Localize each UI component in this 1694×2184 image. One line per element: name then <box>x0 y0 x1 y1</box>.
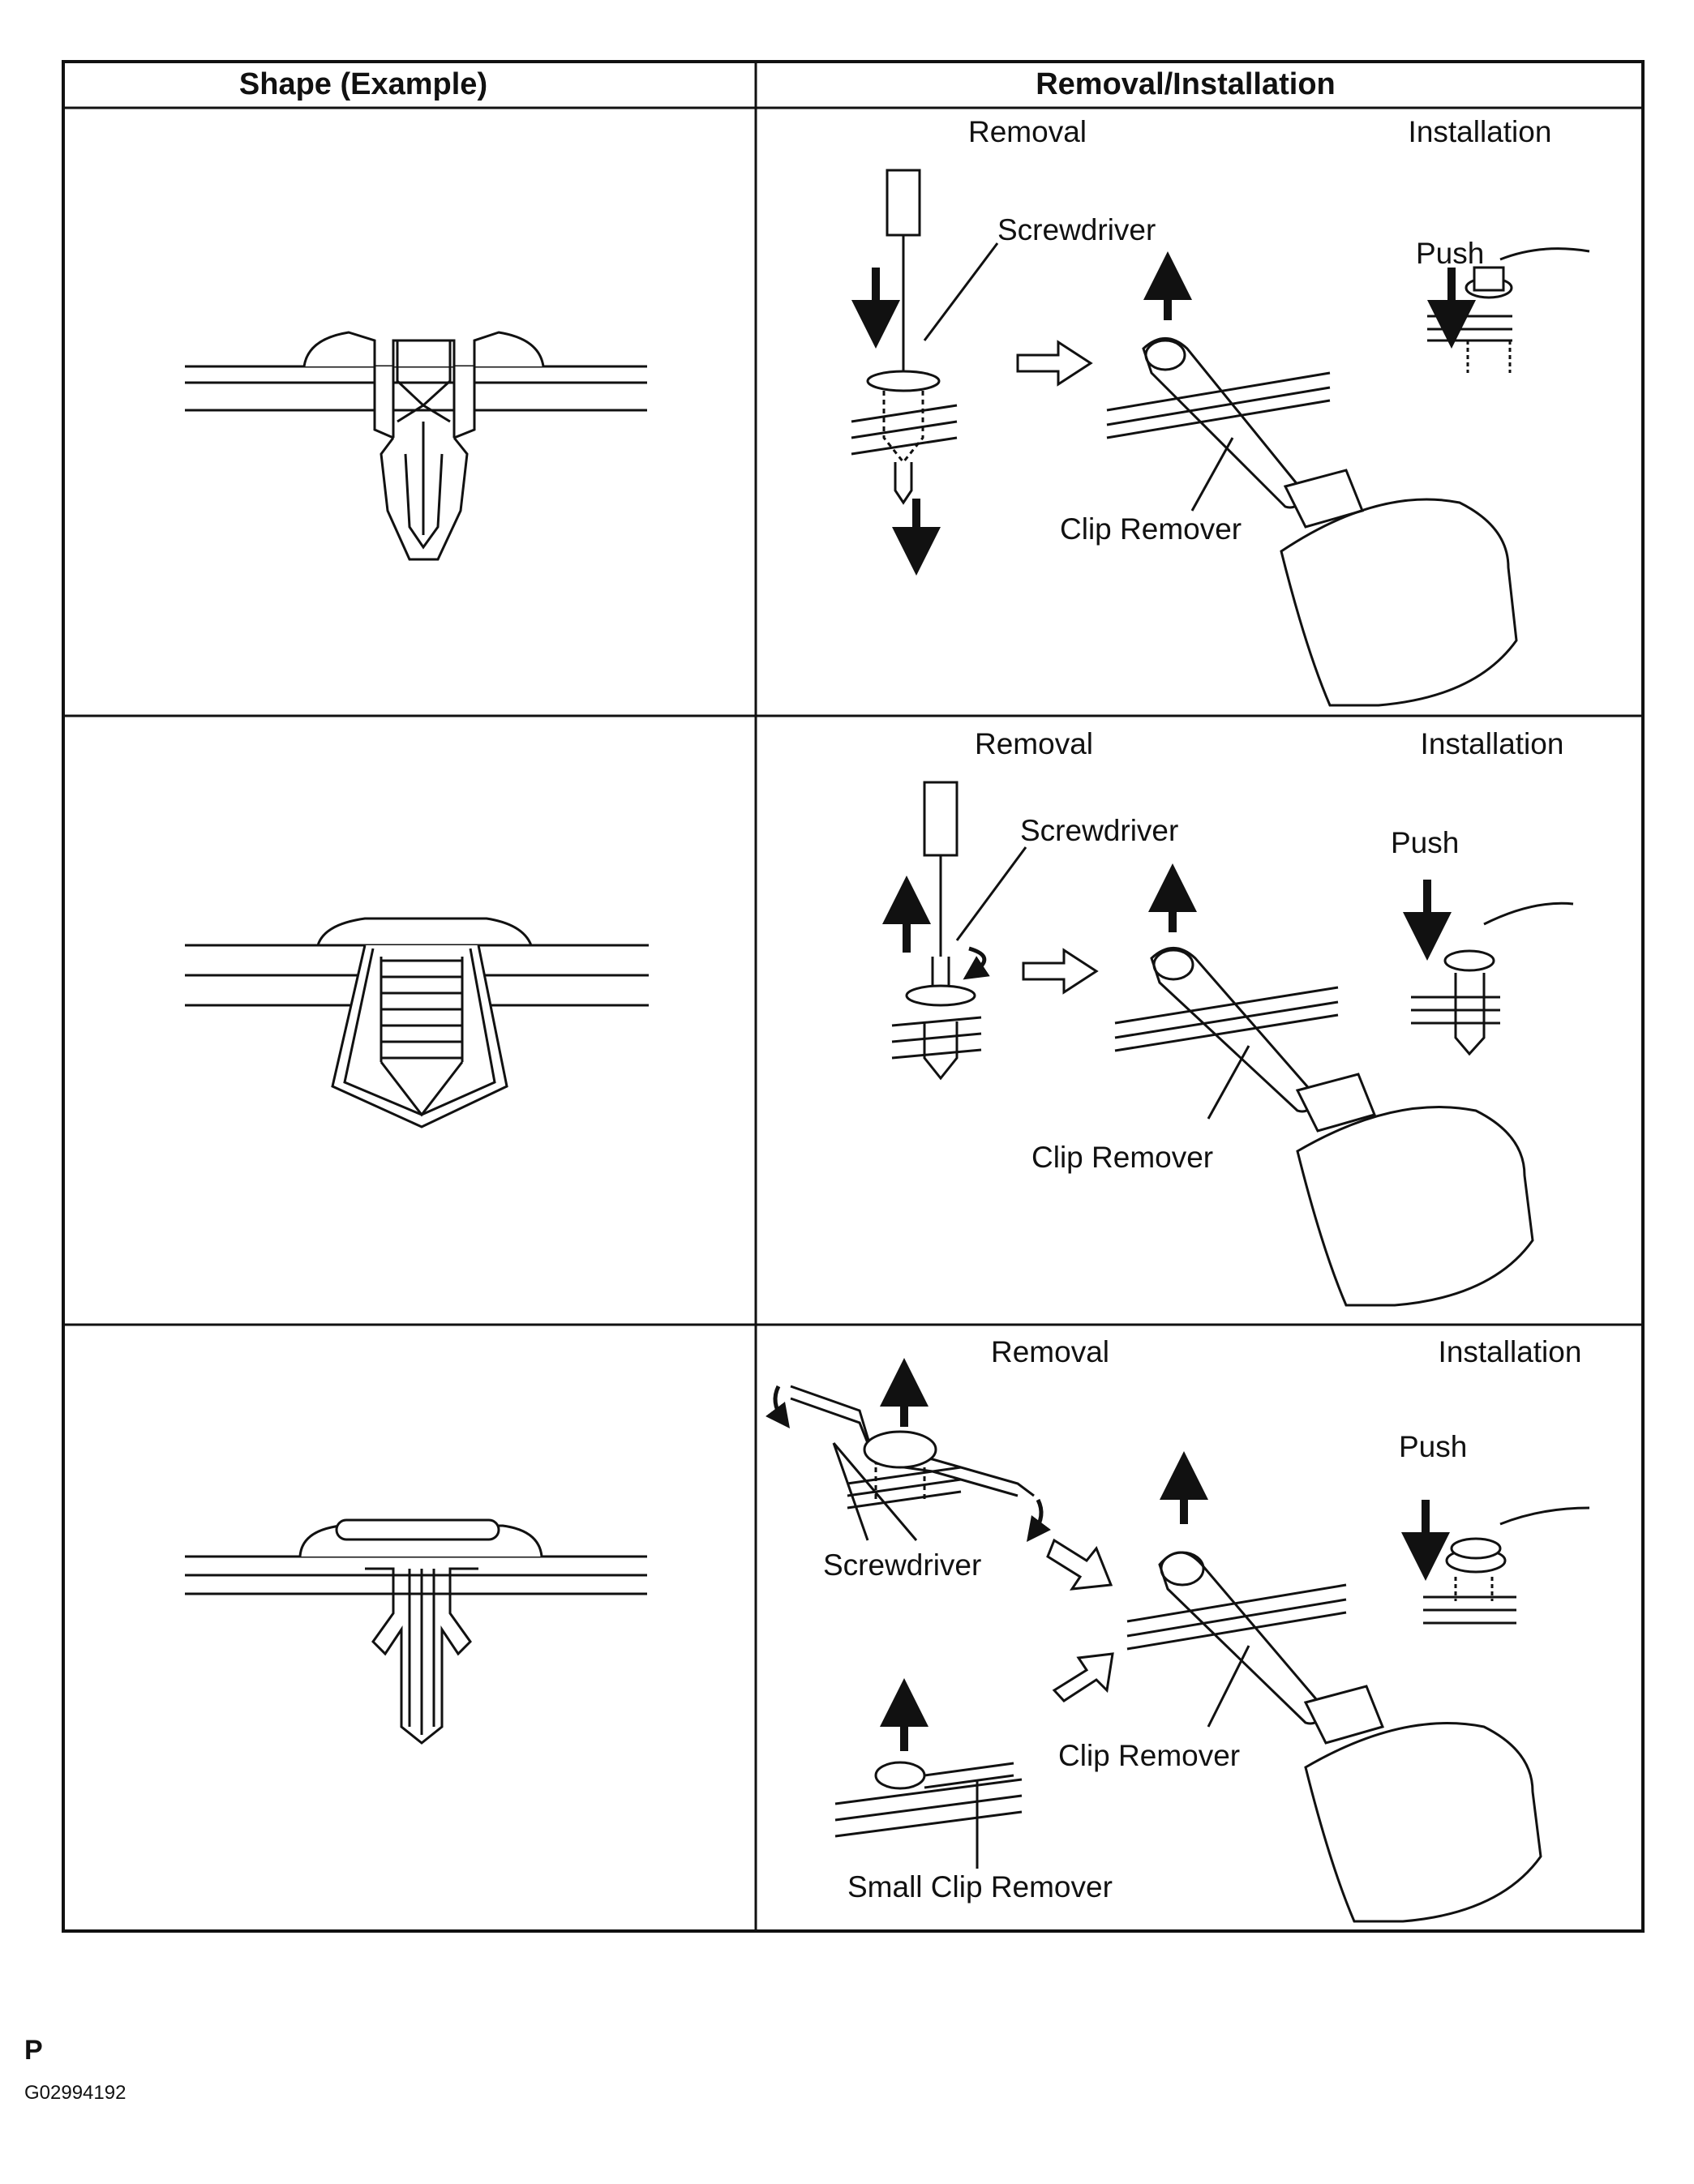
removal-installation-2-drawing <box>882 781 1574 1307</box>
row1-screwdriver-label: Screwdriver <box>997 213 1156 246</box>
removal-installation-3-drawing <box>766 1358 1590 1923</box>
removal-installation-1-drawing <box>851 169 1590 707</box>
clip-shape-2-drawing <box>185 917 649 1128</box>
row1-push-label: Push <box>1416 237 1484 270</box>
row3-small-clip-remover-label: Small Clip Remover <box>847 1870 1113 1904</box>
row2-installation-label: Installation <box>1421 727 1564 760</box>
row3-installation-label: Installation <box>1439 1335 1582 1368</box>
row2-screwdriver-label: Screwdriver <box>1020 814 1178 847</box>
clip-shape-1-drawing <box>185 331 647 561</box>
footer-letter: P <box>24 2035 43 2066</box>
header-shape-example: Shape (Example) <box>239 67 487 101</box>
row3-screwdriver-label: Screwdriver <box>823 1548 981 1582</box>
row2-removal-label: Removal <box>975 727 1093 760</box>
clip-shape-3-drawing <box>185 1518 647 1745</box>
figure-id: G02994192 <box>24 2082 127 2104</box>
row1-clip-remover-label: Clip Remover <box>1060 512 1242 546</box>
header-removal-installation: Removal/Installation <box>1036 67 1336 101</box>
row3-push-label: Push <box>1399 1430 1467 1463</box>
row3-clip-remover-label: Clip Remover <box>1058 1739 1240 1772</box>
table-grid <box>62 60 1645 1933</box>
row2-push-label: Push <box>1391 826 1459 859</box>
row1-removal-label: Removal <box>968 115 1087 148</box>
row1-installation-label: Installation <box>1409 115 1552 148</box>
row3-removal-label: Removal <box>991 1335 1109 1368</box>
row2-clip-remover-label: Clip Remover <box>1031 1141 1213 1174</box>
